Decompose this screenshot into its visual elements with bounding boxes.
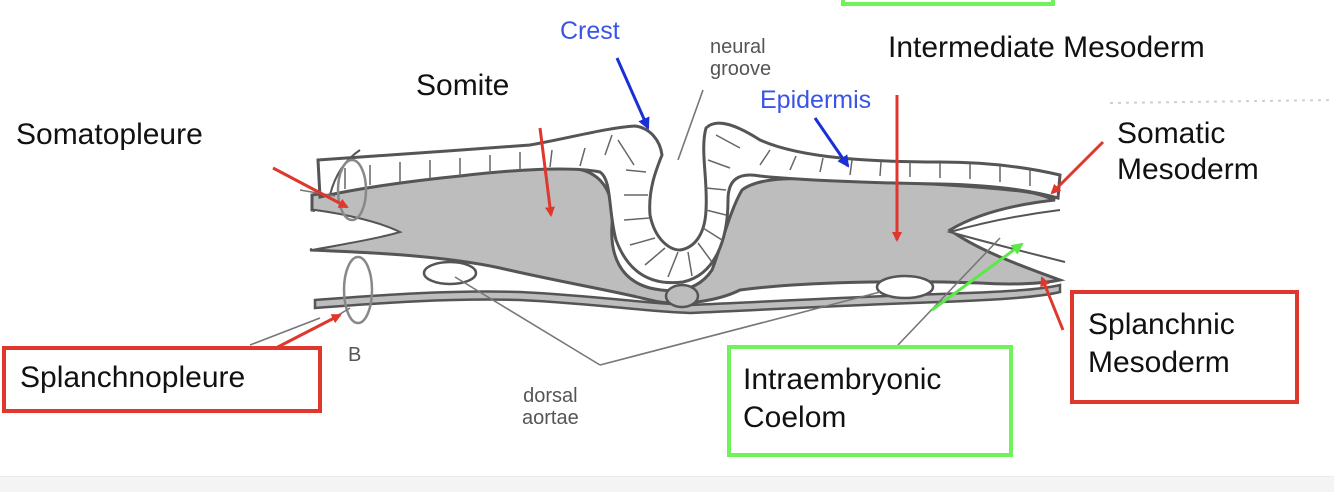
somatic-mesoderm-arrow [1050, 140, 1105, 195]
splanchnopleure-arrow [271, 313, 342, 352]
splanchnic-mesoderm-label: Splanchnic Mesoderm [1088, 308, 1235, 379]
coelom-cleft-right [946, 209, 1066, 263]
cut-ring-lower [342, 255, 374, 325]
epidermis-label: Epidermis [760, 86, 872, 114]
dorsal-aortae-leader-left [454, 276, 601, 366]
somite-arrow [538, 127, 555, 217]
intraembryonic-coelom-label: Intraembryonic Coelom [743, 363, 942, 434]
crest-label: Crest [560, 17, 620, 45]
faint-dotted-line [1109, 99, 1334, 104]
epidermis-band [316, 121, 1062, 285]
somite-label: Somite [416, 69, 510, 102]
dorsal-aorta-right [875, 274, 935, 300]
somatic-mesoderm-label: Somatic Mesoderm [1117, 117, 1259, 186]
splanchnopleure-label: Splanchnopleure [20, 361, 246, 394]
neural-groove-leader [677, 89, 704, 161]
dorsal-aorta-left [422, 260, 478, 286]
neural-tube-striations [344, 134, 1031, 278]
epidermis-arrow [813, 117, 850, 168]
somatopleure-label: Somatopleure [16, 118, 203, 151]
cut-ring-upper [336, 158, 368, 222]
intraembryonic-coelom-box: Intraembryonic Coelom [727, 345, 1013, 457]
endoderm-layer [313, 283, 1062, 315]
somatopleure-arrow [272, 166, 349, 209]
splanchnopleure-leader [249, 317, 321, 346]
intermediate-mesoderm-label: Intermediate Mesoderm [888, 31, 1205, 64]
neural-groove-label: neural groove [710, 36, 772, 81]
b-marker-label: B [348, 344, 362, 366]
coelom-leader [897, 237, 1001, 346]
dorsal-aortae-leader-right [599, 291, 881, 366]
splanchnopleure-box: Splanchnopleure [2, 346, 322, 413]
splanchnic-mesoderm-arrow [1040, 276, 1065, 331]
dorsal-aortae-label: dorsal aortae [522, 385, 579, 430]
top-green-box-fragment [841, 0, 1055, 6]
splanchnic-mesoderm-box: Splanchnic Mesoderm [1070, 290, 1299, 404]
coelom-arrow [931, 242, 1024, 312]
crest-arrow [615, 57, 650, 130]
bottom-strip [0, 476, 1334, 492]
notochord [664, 283, 700, 309]
